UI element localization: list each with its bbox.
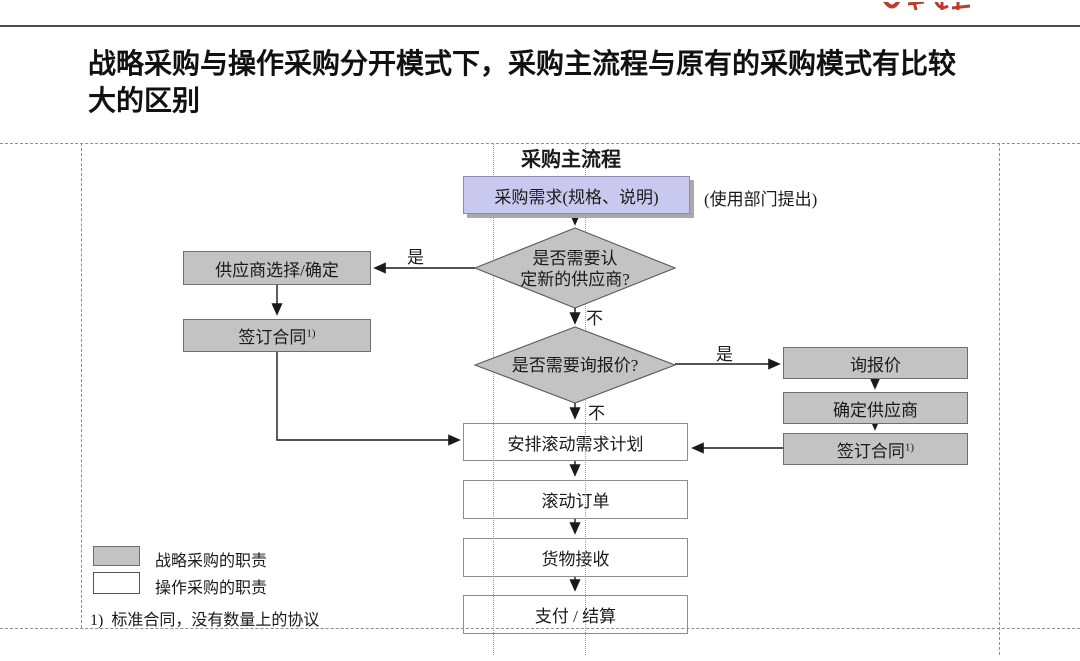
legend-label-operational: 操作采购的职责: [155, 580, 268, 597]
node-purchase-demand: 采购需求(规格、说明): [463, 176, 690, 214]
footnote: 1) 标准合同，没有数量上的协议: [90, 606, 319, 630]
legend-label-strategic: 战略采购的职责: [155, 553, 268, 570]
node-payment: 支付 / 结算: [463, 595, 688, 634]
branch-no-rfq: 不: [588, 404, 605, 423]
node-supplier-select: 供应商选择/确定: [183, 251, 371, 285]
footnote-marker: 1): [90, 612, 104, 629]
logo-fragment: [878, 0, 973, 11]
frame-right-dashed-line: [999, 143, 1000, 655]
flowchart-title: 采购主流程: [521, 149, 621, 171]
footnote-ref: 1): [306, 327, 316, 340]
footnote-ref: 1): [904, 440, 915, 453]
branch-yes-new-supplier: 是: [407, 248, 424, 267]
node-confirm-supplier-label: 确定供应商: [833, 400, 918, 420]
page-title: 战略采购与操作采购分开模式下，采购主流程与原有的采购模式有比较大的区别: [88, 49, 957, 117]
legend-swatch-operational: [93, 572, 140, 594]
node-rolling-order: 滚动订单: [463, 480, 688, 519]
header-divider: [0, 25, 1080, 27]
branch-yes-rfq: 是: [716, 345, 733, 364]
node-rolling-order-label: 滚动订单: [541, 492, 610, 511]
center-guide-line-left: [493, 143, 494, 655]
center-guide-line-right: [585, 143, 586, 655]
demand-note: (使用部门提出): [704, 190, 818, 209]
node-rfq-label: 询报价: [850, 355, 901, 375]
frame-left-dashed-line: [81, 143, 82, 628]
node-goods-receipt: 货物接收: [463, 538, 688, 577]
node-rolling-plan: 安排滚动需求计划: [463, 423, 688, 461]
node-sign-contract-left-label: 签订合同1): [238, 327, 316, 347]
decision-rfq-label: 是否需要询报价?: [511, 356, 639, 375]
node-goods-receipt-label: 货物接收: [541, 550, 610, 569]
node-sign-contract-right-label: 签订合同1): [836, 440, 915, 461]
frame-bottom-dashed-line: [0, 628, 1080, 629]
legend-swatch-strategic: [93, 546, 140, 566]
logo-fragment-strokes: [881, 0, 971, 11]
decision-new-supplier-label: 是否需要认 定新的供应商?: [520, 249, 630, 289]
node-rolling-plan-label: 安排滚动需求计划: [507, 434, 644, 454]
node-payment-label: 支付 / 结算: [534, 607, 617, 626]
node-purchase-demand-label: 采购需求(规格、说明): [494, 187, 659, 207]
footnote-text: 标准合同，没有数量上的协议: [111, 612, 320, 629]
frame-top-dashed-line: [0, 143, 1080, 144]
node-confirm-supplier: 确定供应商: [783, 392, 968, 424]
node-sign-contract-right: 签订合同1): [783, 433, 968, 465]
branch-no-new-supplier: 不: [586, 309, 603, 328]
node-sign-contract-left: 签订合同1): [183, 319, 371, 352]
node-rfq: 询报价: [783, 347, 968, 379]
node-supplier-select-label: 供应商选择/确定: [215, 260, 339, 280]
